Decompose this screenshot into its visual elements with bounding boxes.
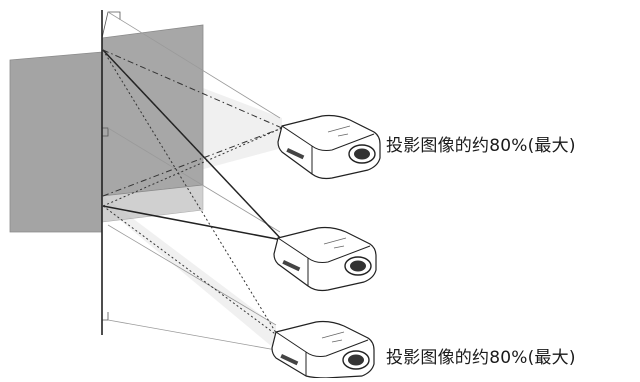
center-ray-bottom <box>102 205 283 241</box>
lower-beam-area <box>103 196 276 350</box>
projector-middle-icon <box>273 226 377 292</box>
lower-frame-corner <box>102 312 109 321</box>
projector-upper-icon <box>277 114 381 180</box>
lower-frame-edge-2 <box>107 224 277 326</box>
cross-ray-1 <box>102 127 283 207</box>
upper-ray-bottom <box>102 127 283 197</box>
upper-projector-caption: 投影图像的约80%(最大) <box>386 136 576 156</box>
lower-ray-bottom <box>102 205 279 337</box>
projected-image-upper <box>101 24 204 197</box>
upper-ray-top <box>102 49 283 129</box>
middle-frame-edge <box>107 127 281 233</box>
projector-lower-icon <box>271 320 375 379</box>
middle-frame-corner <box>102 127 109 137</box>
upper-frame-corner <box>101 11 121 39</box>
projected-image-left <box>9 51 103 233</box>
cross-ray-2 <box>102 49 283 241</box>
lower-frame-edge <box>107 319 277 351</box>
upper-frame-edge <box>107 11 281 119</box>
lower-ray-top <box>102 49 279 337</box>
lower-projector-caption: 投影图像的约80%(最大) <box>386 348 576 368</box>
